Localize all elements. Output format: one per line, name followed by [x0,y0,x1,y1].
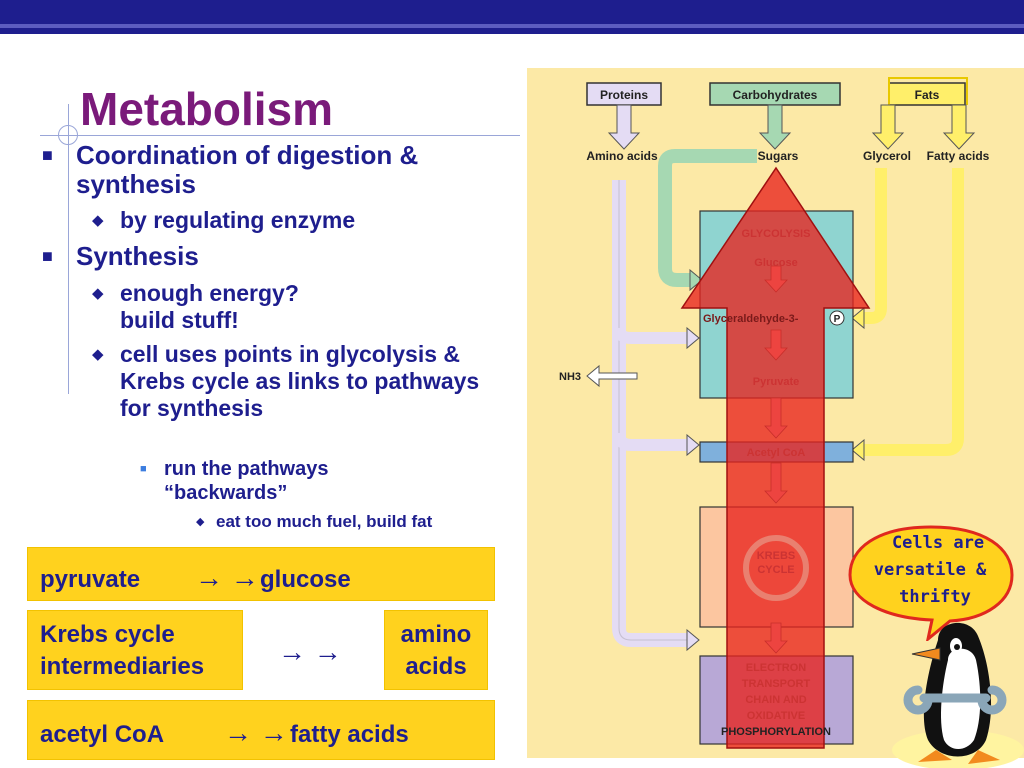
square-bullet-icon: ■ [42,145,53,165]
diamond-bullet-icon: ◆ [92,346,104,363]
glucose-label: Glucose [754,257,797,269]
diamond-bullet-icon: ◆ [92,285,104,302]
glycolysis-label: GLYCOLYSIS [742,228,811,240]
etc-label-3: CHAIN AND [745,694,806,706]
box-acetyl-fatty: acetyl CoA → → fatty acids [27,700,495,760]
protein-pipe-main [612,180,687,647]
glycerol-label: Glycerol [863,149,911,163]
bullet-backwards: ■ run the pathways “backwards” [140,458,329,504]
bullet-synthesis: ■ Synthesis [42,241,199,271]
fatty-acid-pipe [862,168,964,456]
decor-vertical-line [68,104,69,394]
wrench-icon [903,685,1007,715]
bullet-points: ◆ cell uses points in glycolysis & Krebs… [92,341,480,421]
decor-horizontal-line [40,135,520,136]
proteins-label: Proteins [600,88,648,102]
carb-down-arrow [758,104,792,150]
etc-label-2: TRANSPORT [742,678,811,690]
bullet-energy: ◆enough energy? build stuff! [92,280,299,333]
arrow-icon: → → [224,717,288,748]
krebs-label-1: KREBS [757,550,796,562]
amino-acids-label: Amino acids [586,149,658,163]
red-reverse-arrow [680,166,871,749]
glycerol-pipe [862,168,887,324]
penguin-eye [954,644,960,650]
diamond-bullet-icon: ◆ [92,212,104,229]
box-krebs: Krebs cycle intermediaries [27,610,243,690]
callout-line-2: versatile & [874,560,987,580]
phosphate-label: P [834,314,841,325]
bullet-regulating: ◆ by regulating enzyme [92,207,356,233]
speech-bubble-shape [848,525,1014,641]
acetyl-coa-label: Acetyl CoA [747,447,806,459]
glycerol-down-arrow [871,104,905,150]
arrow-icon: → → [278,636,342,667]
callout-line-3: thrifty [899,587,971,607]
small-diamond-bullet-icon: ◆ [196,516,205,528]
box-amino: amino acids [384,610,488,690]
pyruvate-label: Pyruvate [753,376,799,388]
protein-branch-1 [613,327,687,344]
krebs-label-2: CYCLE [757,564,794,576]
krebs-cycle-icon [743,535,809,601]
fats-label: Fats [915,88,940,102]
slide-title: Metabolism [80,83,334,135]
penguin-foot [918,750,952,762]
penguin-mascot-icon [892,622,1024,768]
carbohydrates-label: Carbohydrates [733,88,818,102]
box-pyruvate-glucose: pyruvate → → glucose [27,547,495,601]
fatty-acids-label: Fatty acids [927,149,990,163]
bullet-coordination: ■ Coordination of digestion & synthesis [42,140,419,199]
callout-line-1: Cells are [892,533,984,553]
sugars-label: Sugars [758,149,799,163]
phosphate-icon [829,310,845,326]
penguin-beak [911,647,941,661]
nh3-arrow [586,364,638,388]
fatty-down-arrow [942,104,976,150]
fats-bracket [888,77,968,105]
speech-bubble: Cells are versatile & thrifty [848,525,1014,641]
metabolism-pathway-diagram: Proteins Carbohydrates Fats Amino acids … [527,68,1024,758]
square-bullet-icon: ■ [42,246,53,266]
protein-branch-2 [613,432,687,451]
etc-label-4: OXIDATIVE [747,710,805,722]
header-bar [0,0,1024,34]
carb-pipe [658,149,757,287]
decor-circle [58,125,78,145]
g3p-label: Glyceraldehyde-3- [703,313,799,325]
nh3-label: NH3 [559,371,581,383]
header-stripe [0,24,1024,28]
etc-label-1: ELECTRON [746,662,807,674]
small-square-bullet-icon: ■ [140,463,147,475]
bullet-fuel: ◆ eat too much fuel, build fat [196,512,433,531]
protein-down-arrow [607,104,641,150]
etc-label-5: PHOSPHORYLATION [721,726,831,738]
arrow-icon: → → [195,562,259,593]
